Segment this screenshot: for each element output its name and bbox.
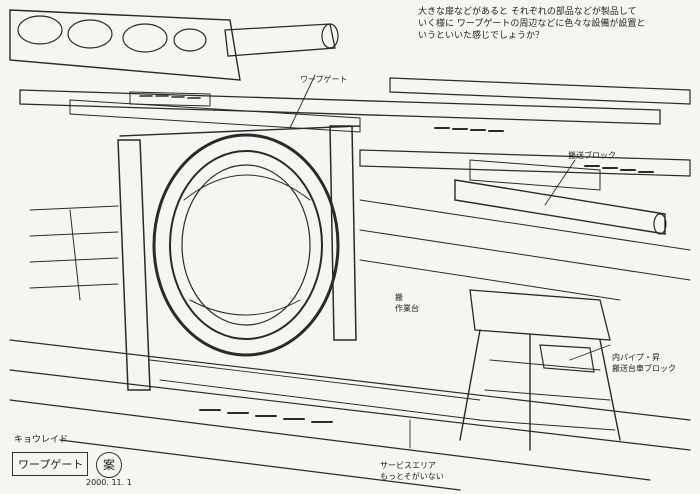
title-tag-main: ワープゲート (18, 458, 84, 471)
title-tag-frame (12, 452, 88, 476)
label-block: 搬送ブロック (568, 151, 616, 160)
note-top-right: 大きな扉などがあると それぞれの部品などが製品して いく様に ワープゲートの周辺… (418, 7, 646, 41)
label-small-note: 搬 作業台 (395, 293, 419, 313)
label-service-area: サービスエリア もっとそがいない (380, 461, 444, 481)
approval-stamp: 案 (96, 452, 122, 478)
sheet-date: 2000. 11. 1 (86, 478, 132, 487)
label-warp-gate: ワープゲート (300, 75, 348, 84)
label-parts-belt: 内パイプ・昇 搬送台車ブロック (612, 353, 676, 373)
title-side-tag: キョウレイド (14, 435, 69, 445)
